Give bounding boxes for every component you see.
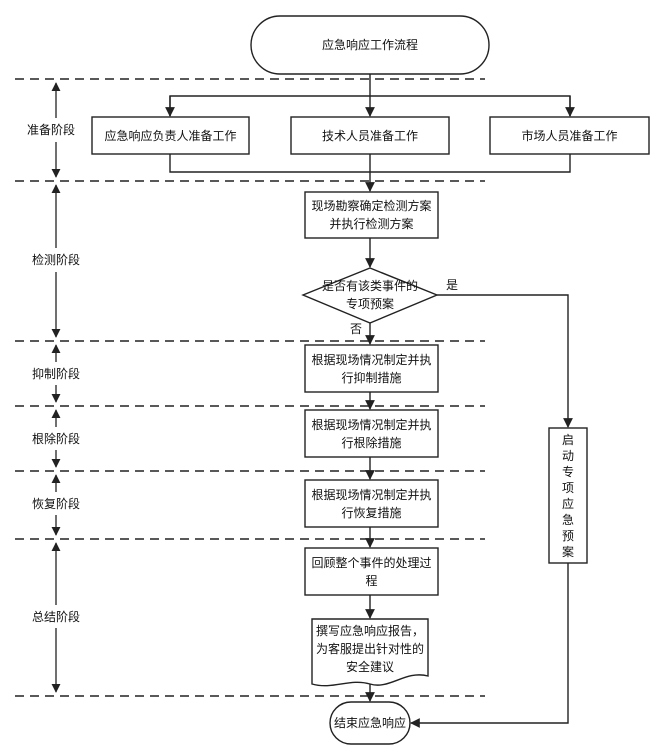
suppress-label: 根据现场情况制定并执行抑制措施: [311, 352, 432, 385]
prep-leader-label: 应急响应负责人准备工作: [104, 128, 237, 143]
start-label: 应急响应工作流程: [321, 38, 418, 52]
phase-recover-label: 恢复阶段: [32, 497, 81, 511]
eradicate-label: 根据现场情况制定并执行根除措施: [311, 417, 432, 450]
phase-separators: [15, 78, 485, 697]
phase-summary-label: 总结阶段: [32, 610, 81, 624]
decision-label: 是否有该类事件的专项预案: [322, 279, 419, 311]
prep-market-box: [489, 116, 650, 155]
phase-detect-label: 检测阶段: [32, 253, 81, 267]
review-box: [304, 547, 439, 596]
survey-label: 现场勘察确定检测方案并执行检测方案: [311, 199, 432, 231]
connectors: [165, 74, 575, 728]
prep-market-label: 市场人员准备工作: [521, 128, 618, 143]
prep-leader-box: [91, 116, 250, 155]
recover-box: [304, 479, 439, 528]
recover-label: 根据现场情况制定并执行恢复措施: [311, 487, 432, 520]
phase-prepare-label: 准备阶段: [27, 123, 76, 137]
end-label: 结束应急响应: [334, 716, 407, 730]
eradicate-box: [304, 409, 439, 458]
phase-suppress-label: 抑制阶段: [32, 367, 81, 381]
no-label: 否: [350, 322, 363, 336]
prep-tech-box: [290, 116, 450, 155]
prep-tech-label: 技术人员准备工作: [321, 128, 418, 143]
arrow-special-to-end: [410, 563, 569, 728]
special-plan-box: [548, 427, 588, 564]
review-label: 回顾整个事件的处理过程: [311, 555, 432, 588]
end-terminal: [329, 701, 411, 745]
yes-label: 是: [446, 278, 459, 292]
survey-box: [304, 191, 439, 239]
arrow-yes-to-special: [437, 294, 573, 428]
suppress-box: [304, 344, 439, 393]
report-label: 撰写应急响应报告，为客服提出针对性的安全建议: [316, 624, 425, 674]
special-plan-label: 启动专项应急预案: [561, 433, 574, 559]
phase-eradicate-label: 根除阶段: [32, 432, 81, 446]
